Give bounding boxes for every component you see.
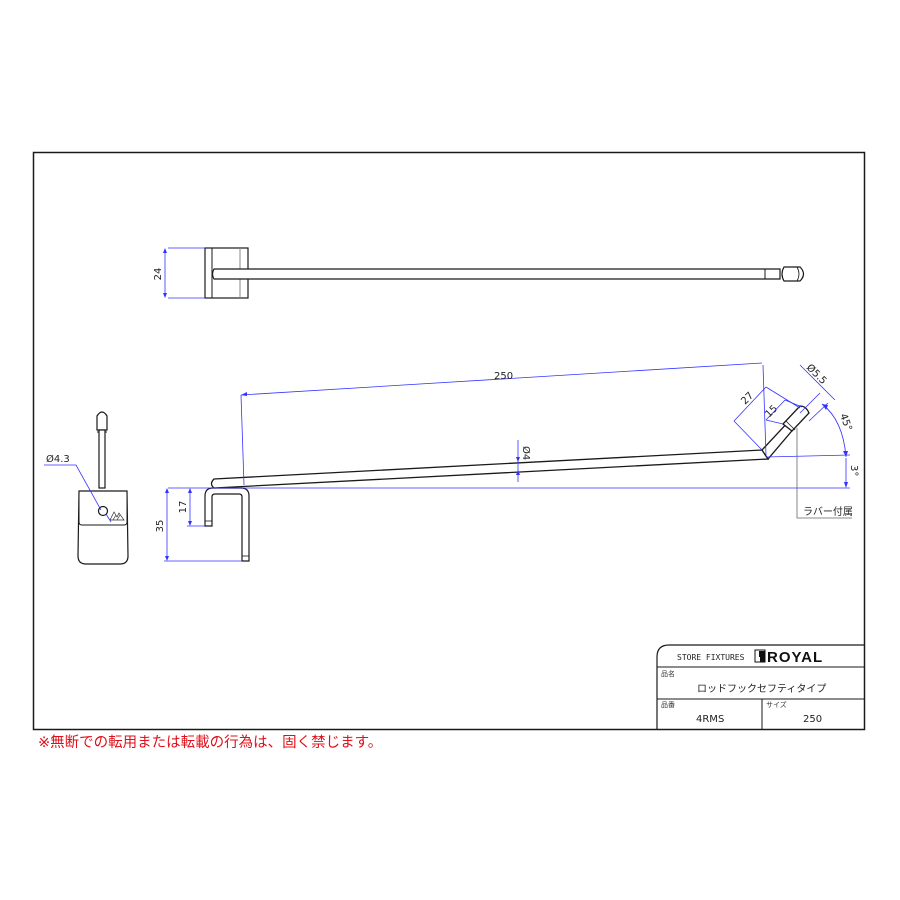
side-view-hook (204, 487, 250, 562)
dim-rubber-length: 15 (763, 403, 780, 420)
copyright-notice: ※無断での転用または転載の行為は、固く禁じます。 (38, 735, 383, 751)
title-block-header: STORE FIXTURES (677, 653, 745, 662)
name-value: ロッドフックセフティタイプ (697, 683, 826, 695)
side-view-rod (210, 449, 770, 489)
front-view-plate (77, 490, 129, 565)
dim-hole-diameter: Ø4.3 (46, 453, 70, 465)
front-view-rod (98, 429, 106, 489)
code-label: 品番 (661, 701, 675, 709)
size-label: サイズ (766, 700, 787, 709)
code-value: 4RMS (696, 714, 724, 725)
dim-length-250: 250 (494, 371, 513, 382)
dim-tip-angle: 45° (837, 412, 853, 432)
top-view-rubber-tip (781, 266, 805, 282)
dim-rod-diameter: Ø4 (520, 446, 532, 460)
brand-logo-text: ROYAL (767, 649, 823, 666)
rubber-note: ラバー付属 (803, 505, 853, 518)
royal-logo-icon (754, 649, 766, 663)
side-view-rubber-sleeve (782, 405, 810, 432)
dim-top-height: 24 (153, 268, 164, 281)
dim-rod-angle: 3° (848, 465, 859, 476)
front-view-logo-mark (109, 511, 125, 521)
name-label: 品名 (661, 669, 675, 678)
front-view-rubber-tip (96, 411, 108, 431)
size-value: 250 (803, 714, 822, 725)
dim-tip-length: 27 (739, 390, 756, 407)
drawing-border (32, 151, 866, 731)
dim-hook-total: 35 (155, 520, 166, 533)
dim-tip-diameter: Ø5.5 (804, 362, 829, 387)
dim-hook-inner: 17 (178, 501, 189, 514)
top-view-rod (211, 268, 781, 280)
side-view: 250 Ø4 27 15 Ø5.5 45° 3° (155, 362, 859, 562)
front-view: Ø4.3 (44, 411, 129, 565)
top-view: 24 (153, 247, 805, 299)
title-block: STORE FIXTURES ROYAL 品名 ロッドフックセフティタイプ 品番… (656, 644, 864, 729)
